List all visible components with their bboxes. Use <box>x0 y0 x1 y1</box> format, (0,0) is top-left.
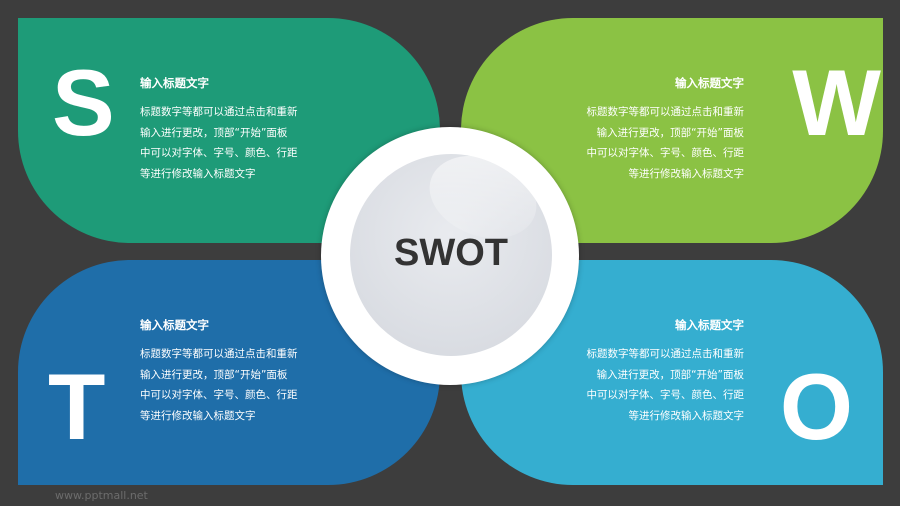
quadrant-text: 输入标题文字 标题数字等都可以通过点击和重新 输入进行更改，顶部“开始”面板 中… <box>564 75 745 184</box>
quadrant-text: 输入标题文字 标题数字等都可以通过点击和重新 输入进行更改，顶部“开始”面板 中… <box>140 75 320 184</box>
quadrant-letter: S <box>52 50 115 155</box>
quadrant-body: 标题数字等都可以通过点击和重新 输入进行更改，顶部“开始”面板 中可以对字体、字… <box>586 106 745 180</box>
quadrant-title: 输入标题文字 <box>140 76 209 90</box>
strengths-panel: S 输入标题文字 标题数字等都可以通过点击和重新 输入进行更改，顶部“开始”面板… <box>18 18 440 243</box>
quadrant-text: 输入标题文字 标题数字等都可以通过点击和重新 输入进行更改，顶部“开始”面板 中… <box>564 317 745 426</box>
quadrant-title: 输入标题文字 <box>675 318 744 332</box>
center-circle: SWOT <box>321 127 579 385</box>
center-label: SWOT <box>394 232 508 274</box>
quadrant-letter: W <box>792 50 881 155</box>
quadrant-body: 标题数字等都可以通过点击和重新 输入进行更改，顶部“开始”面板 中可以对字体、字… <box>140 348 298 422</box>
watermark: www.pptmall.net <box>55 489 148 502</box>
quadrant-letter: O <box>779 354 853 459</box>
quadrant-title: 输入标题文字 <box>140 318 209 332</box>
weaknesses-panel: W 输入标题文字 标题数字等都可以通过点击和重新 输入进行更改，顶部“开始”面板… <box>461 18 883 243</box>
quadrant-text: 输入标题文字 标题数字等都可以通过点击和重新 输入进行更改，顶部“开始”面板 中… <box>140 317 320 426</box>
quadrant-letter: T <box>48 354 106 459</box>
quadrant-body: 标题数字等都可以通过点击和重新 输入进行更改，顶部“开始”面板 中可以对字体、字… <box>140 106 298 180</box>
center-disc: SWOT <box>350 154 552 356</box>
quadrant-title: 输入标题文字 <box>675 76 744 90</box>
quadrant-body: 标题数字等都可以通过点击和重新 输入进行更改，顶部“开始”面板 中可以对字体、字… <box>586 348 745 422</box>
